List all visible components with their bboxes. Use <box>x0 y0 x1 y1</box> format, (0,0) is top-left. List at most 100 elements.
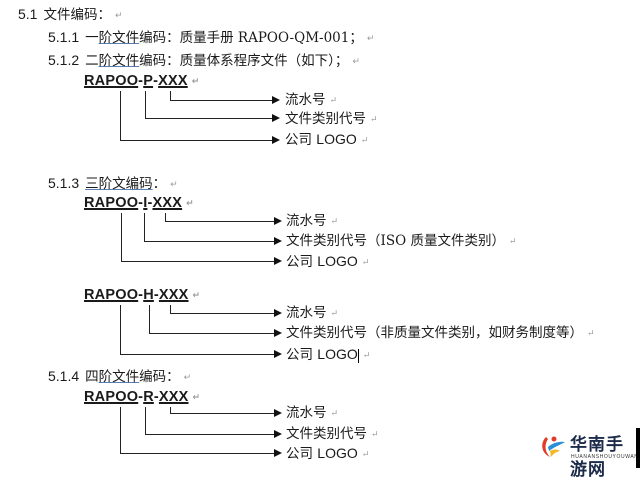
code-type: H <box>143 287 154 303</box>
code-separator: - <box>138 73 144 89</box>
connector-line <box>170 313 274 314</box>
code-company: RAPOO <box>84 287 139 303</box>
arrow-right-icon <box>272 136 280 144</box>
section-number: 5.1.2 <box>48 52 80 68</box>
connector-line <box>170 413 274 414</box>
connector-line <box>165 221 274 222</box>
label-serial: 流水号↵ <box>286 213 339 229</box>
code-serial: XXX <box>158 287 189 303</box>
paragraph-mark-icon: ↵ <box>186 197 194 208</box>
section-prefix: 一 <box>85 30 99 46</box>
arrow-right-icon <box>272 114 280 122</box>
heading-5-1: 5.1 文件编码：↵ <box>18 5 123 24</box>
section-number: 5.1 <box>18 6 38 22</box>
section-number: 5.1.3 <box>48 175 80 191</box>
label-type: 文件类别代号↵ <box>285 111 378 127</box>
paragraph-mark-icon: ↵ <box>170 179 178 190</box>
connector-line <box>149 305 150 334</box>
code-type: R <box>143 389 154 405</box>
section-text: 编码：质量手册 RAPOO-QM-001； <box>139 30 363 46</box>
code-format: RAPOO-H-XXX↵ <box>84 287 200 303</box>
connector-line <box>165 213 166 222</box>
heading-5-1-3: 5.1.3 三阶文编码：↵ <box>48 174 178 193</box>
connector-line <box>170 100 272 101</box>
code-separator: - <box>138 287 144 303</box>
paragraph-mark-icon: ↵ <box>352 56 360 67</box>
connector-line <box>145 91 146 119</box>
connector-line <box>170 407 171 414</box>
watermark-subtitle: HUANANSHOUYOUWANG <box>571 454 640 460</box>
code-type: P <box>143 73 154 89</box>
connector-line <box>121 213 122 262</box>
section-underlined: 阶文件 <box>98 30 140 46</box>
code-company: RAPOO <box>84 195 139 211</box>
connector-line <box>144 241 274 242</box>
connector-line <box>145 118 272 119</box>
text-cursor <box>357 348 359 363</box>
code-serial: XXX <box>158 389 189 405</box>
connector-line <box>145 407 146 435</box>
heading-5-1-2: 5.1.2 二阶文件编码：质量体系程序文件（如下）；↵ <box>48 51 360 70</box>
code-separator: - <box>138 195 144 211</box>
section-underlined: 阶文件 <box>98 53 140 69</box>
paragraph-mark-icon: ↵ <box>114 10 123 21</box>
label-type: 文件类别代号（ISO 质量文件类别）↵ <box>286 233 517 249</box>
connector-line <box>120 453 274 454</box>
arrow-right-icon <box>274 257 282 265</box>
section-text: 编码： <box>139 369 180 385</box>
arrow-right-icon <box>274 237 282 245</box>
section-number: 5.1.1 <box>48 29 80 45</box>
label-serial: 流水号↵ <box>286 405 339 421</box>
label-company[interactable]: 公司 LOGO↵ <box>286 346 371 363</box>
label-company: 公司 LOGO↵ <box>286 445 370 462</box>
code-format: RAPOO-I-XXX↵ <box>84 195 194 211</box>
connector-line <box>145 434 274 435</box>
paragraph-mark-icon: ↵ <box>192 391 201 402</box>
paragraph-mark-icon: ↵ <box>191 75 200 86</box>
code-separator: - <box>153 389 159 405</box>
arrow-right-icon <box>274 329 282 337</box>
connector-line <box>170 305 171 314</box>
paragraph-mark-icon: ↵ <box>183 372 192 383</box>
arrow-right-icon <box>274 350 282 358</box>
site-watermark: 华南手游网 HUANANSHOUYOUWANG <box>536 428 640 480</box>
code-company: RAPOO <box>84 389 139 405</box>
heading-5-1-1: 5.1.1 一阶文件编码：质量手册 RAPOO-QM-001；↵ <box>48 28 374 47</box>
arrow-right-icon <box>274 217 282 225</box>
connector-line <box>120 140 272 141</box>
arrow-right-icon <box>272 96 280 104</box>
connector-line <box>144 213 145 242</box>
code-separator: - <box>147 195 153 211</box>
arrow-right-icon <box>274 309 282 317</box>
section-text: 编码：质量体系程序文件（如下）； <box>139 53 349 69</box>
connector-line <box>121 261 274 262</box>
connector-line <box>170 91 171 101</box>
code-type: I <box>143 195 148 211</box>
connector-line <box>120 305 121 355</box>
section-number: 5.1.4 <box>48 368 80 384</box>
label-type: 文件类别代号↵ <box>286 426 379 442</box>
paragraph-mark-icon: ↵ <box>366 33 375 44</box>
section-prefix: 二 <box>85 53 99 69</box>
section-underlined: 三阶文编码 <box>85 176 153 192</box>
code-separator: - <box>153 73 159 89</box>
arrow-right-icon <box>274 430 282 438</box>
label-company: 公司 LOGO↵ <box>285 131 369 148</box>
connector-line <box>120 354 274 355</box>
label-type: 文件类别代号（非质量文件类别，如财务制度等）↵ <box>286 325 595 341</box>
watermark-logo-icon <box>542 436 565 457</box>
section-title: 文件编码： <box>43 7 111 23</box>
code-serial: XXX <box>158 73 188 89</box>
label-company: 公司 LOGO↵ <box>286 253 370 270</box>
watermark-edge <box>636 428 640 468</box>
connector-line <box>149 333 274 334</box>
arrow-right-icon <box>274 449 282 457</box>
section-text: ： <box>152 176 167 192</box>
code-format: RAPOO-R-XXX↵ <box>84 389 200 405</box>
code-serial: XXX <box>152 195 183 211</box>
arrow-right-icon <box>274 409 282 417</box>
label-serial: 流水号↵ <box>286 305 339 321</box>
code-company: RAPOO <box>84 73 139 89</box>
connector-line <box>120 91 121 141</box>
